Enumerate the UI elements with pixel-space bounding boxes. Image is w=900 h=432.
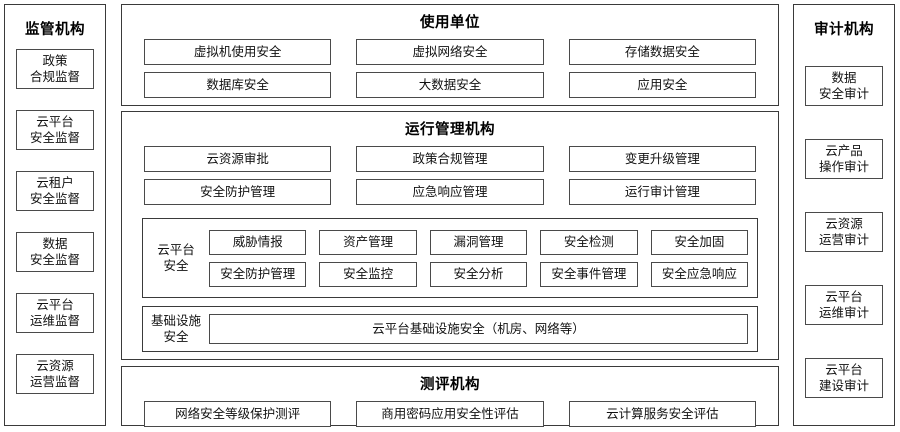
ops-item-policy-compliance-management[interactable]: 政策合规管理 — [356, 146, 544, 172]
cloud-security-row-1: 威胁情报 资产管理 漏洞管理 安全检测 安全加固 — [209, 229, 749, 255]
cloudsec-item-security-detection[interactable]: 安全检测 — [540, 229, 638, 255]
ops-section-title: 运行管理机构 — [405, 122, 495, 138]
cloudsec-item-security-monitoring[interactable]: 安全监控 — [319, 261, 417, 287]
usage-item-storage-data-security[interactable]: 存储数据安全 — [568, 39, 756, 65]
left-panel-title: 监管机构 — [25, 22, 85, 38]
ops-item-emergency-response-management[interactable]: 应急响应管理 — [356, 179, 544, 205]
sidebar-item-cloud-platform-ops-audit[interactable]: 云平台运维审计 — [805, 285, 883, 325]
cloud-platform-security-label: 云平台 安全 — [143, 242, 209, 275]
ops-item-cloud-resource-approval[interactable]: 云资源审批 — [144, 146, 332, 172]
sidebar-item-cloud-platform-construction-audit[interactable]: 云平台建设审计 — [805, 358, 883, 398]
cloudsec-item-threat-intelligence[interactable]: 威胁情报 — [209, 229, 307, 255]
sidebar-item-cloud-resource-operation-audit[interactable]: 云资源运营审计 — [805, 212, 883, 252]
label-line1: 基础设施 — [150, 312, 201, 328]
item-line1: 数据 — [831, 70, 857, 86]
item-line1: 政策 — [42, 53, 68, 69]
label-line2: 安全 — [163, 329, 189, 344]
label-line2: 安全 — [163, 258, 189, 273]
item-line1: 云平台 — [36, 114, 74, 130]
ops-item-security-protection-management[interactable]: 安全防护管理 — [144, 179, 332, 205]
ops-item-operation-audit-management[interactable]: 运行审计管理 — [568, 179, 756, 205]
eval-row-1: 网络安全等级保护测评 商用密码应用安全性评估 云计算服务安全评估 — [144, 401, 756, 427]
ops-item-change-upgrade-management[interactable]: 变更升级管理 — [568, 146, 756, 172]
item-line1: 云平台 — [825, 362, 863, 378]
usage-unit-section: 使用单位 虚拟机使用安全 虚拟网络安全 存储数据安全 数据库安全 大数据安全 应… — [121, 4, 779, 106]
usage-item-vm-security[interactable]: 虚拟机使用安全 — [144, 39, 332, 65]
cloudsec-item-security-protection-management[interactable]: 安全防护管理 — [209, 261, 307, 287]
item-line1: 云资源 — [36, 358, 74, 374]
sidebar-item-cloud-product-operation-audit[interactable]: 云产品操作审计 — [805, 139, 883, 179]
sidebar-item-data-security-audit[interactable]: 数据安全审计 — [805, 66, 883, 106]
label-line1: 云平台 — [157, 241, 195, 257]
usage-item-bigdata-security[interactable]: 大数据安全 — [356, 72, 544, 98]
item-line1: 数据 — [42, 236, 68, 252]
item-line2: 运维审计 — [818, 305, 869, 320]
item-line2: 操作审计 — [818, 159, 869, 174]
sidebar-item-cloud-resource-operation-supervision[interactable]: 云资源运营监督 — [16, 354, 94, 394]
sidebar-item-cloud-platform-ops-supervision[interactable]: 云平台运维监督 — [16, 293, 94, 333]
sidebar-item-cloud-tenant-security-supervision[interactable]: 云租户安全监督 — [16, 171, 94, 211]
item-line2: 建设审计 — [818, 378, 869, 393]
item-line1: 云产品 — [825, 143, 863, 159]
item-line2: 安全审计 — [818, 86, 869, 101]
sidebar-item-cloud-platform-security-supervision[interactable]: 云平台安全监督 — [16, 110, 94, 150]
sidebar-item-policy-compliance-supervision[interactable]: 政策合规监督 — [16, 49, 94, 89]
cloudsec-item-asset-management[interactable]: 资产管理 — [319, 229, 417, 255]
cloud-platform-security-block: 云平台 安全 威胁情报 资产管理 漏洞管理 安全检测 安全加固 安全防护管理 安… — [142, 218, 758, 298]
ops-row-2: 安全防护管理 应急响应管理 运行审计管理 — [144, 179, 756, 205]
ops-row-1: 云资源审批 政策合规管理 变更升级管理 — [144, 146, 756, 172]
usage-item-application-security[interactable]: 应用安全 — [568, 72, 756, 98]
item-line1: 云资源 — [825, 216, 863, 232]
infrastructure-security-label: 基础设施 安全 — [143, 313, 209, 346]
right-panel-item-list: 数据安全审计 云产品操作审计 云资源运营审计 云平台运维审计 云平台建设审计 — [805, 66, 883, 419]
infrastructure-security-bar[interactable]: 云平台基础设施安全（机房、网络等） — [209, 314, 748, 344]
usage-row-2: 数据库安全 大数据安全 应用安全 — [144, 72, 756, 98]
infrastructure-security-block: 基础设施 安全 云平台基础设施安全（机房、网络等） — [142, 306, 758, 352]
item-line1: 云平台 — [825, 289, 863, 305]
item-line2: 安全监督 — [29, 130, 80, 145]
cloud-platform-security-grid: 威胁情报 资产管理 漏洞管理 安全检测 安全加固 安全防护管理 安全监控 安全分… — [209, 224, 757, 293]
sidebar-item-data-security-supervision[interactable]: 数据安全监督 — [16, 232, 94, 272]
eval-item-cloud-service-security-assessment[interactable]: 云计算服务安全评估 — [568, 401, 756, 427]
eval-section-title: 测评机构 — [420, 377, 480, 393]
audit-organization-panel: 审计机构 数据安全审计 云产品操作审计 云资源运营审计 云平台运维审计 云平台建… — [793, 4, 895, 426]
cloud-security-row-2: 安全防护管理 安全监控 安全分析 安全事件管理 安全应急响应 — [209, 261, 749, 287]
left-panel-item-list: 政策合规监督 云平台安全监督 云租户安全监督 数据安全监督 云平台运维监督 云资… — [16, 49, 94, 419]
usage-row-1: 虚拟机使用安全 虚拟网络安全 存储数据安全 — [144, 39, 756, 65]
cloudsec-item-security-analysis[interactable]: 安全分析 — [429, 261, 528, 287]
evaluation-organization-section: 测评机构 网络安全等级保护测评 商用密码应用安全性评估 云计算服务安全评估 — [121, 366, 779, 427]
item-line1: 云平台 — [36, 297, 74, 313]
item-line2: 安全监督 — [29, 191, 80, 206]
item-line2: 安全监督 — [29, 252, 80, 267]
right-panel-title: 审计机构 — [814, 22, 874, 38]
cloudsec-item-security-hardening[interactable]: 安全加固 — [650, 229, 749, 255]
item-line2: 运维监督 — [29, 313, 80, 328]
item-line2: 运营审计 — [818, 232, 869, 247]
usage-item-database-security[interactable]: 数据库安全 — [144, 72, 332, 98]
cloudsec-item-security-emergency-response[interactable]: 安全应急响应 — [650, 261, 749, 287]
item-line1: 云租户 — [36, 175, 74, 191]
operations-management-section: 运行管理机构 云资源审批 政策合规管理 变更升级管理 安全防护管理 应急响应管理… — [121, 111, 779, 360]
usage-item-virtual-network-security[interactable]: 虚拟网络安全 — [356, 39, 544, 65]
supervision-organization-panel: 监管机构 政策合规监督 云平台安全监督 云租户安全监督 数据安全监督 云平台运维… — [4, 4, 106, 426]
cloudsec-item-vulnerability-management[interactable]: 漏洞管理 — [429, 229, 528, 255]
item-line2: 运营监督 — [29, 374, 80, 389]
item-line2: 合规监督 — [29, 69, 80, 84]
cloudsec-item-security-incident-management[interactable]: 安全事件管理 — [540, 261, 638, 287]
eval-item-network-security-level-protection[interactable]: 网络安全等级保护测评 — [144, 401, 332, 427]
usage-section-title: 使用单位 — [420, 15, 480, 31]
eval-item-commercial-cryptography-assessment[interactable]: 商用密码应用安全性评估 — [356, 401, 544, 427]
